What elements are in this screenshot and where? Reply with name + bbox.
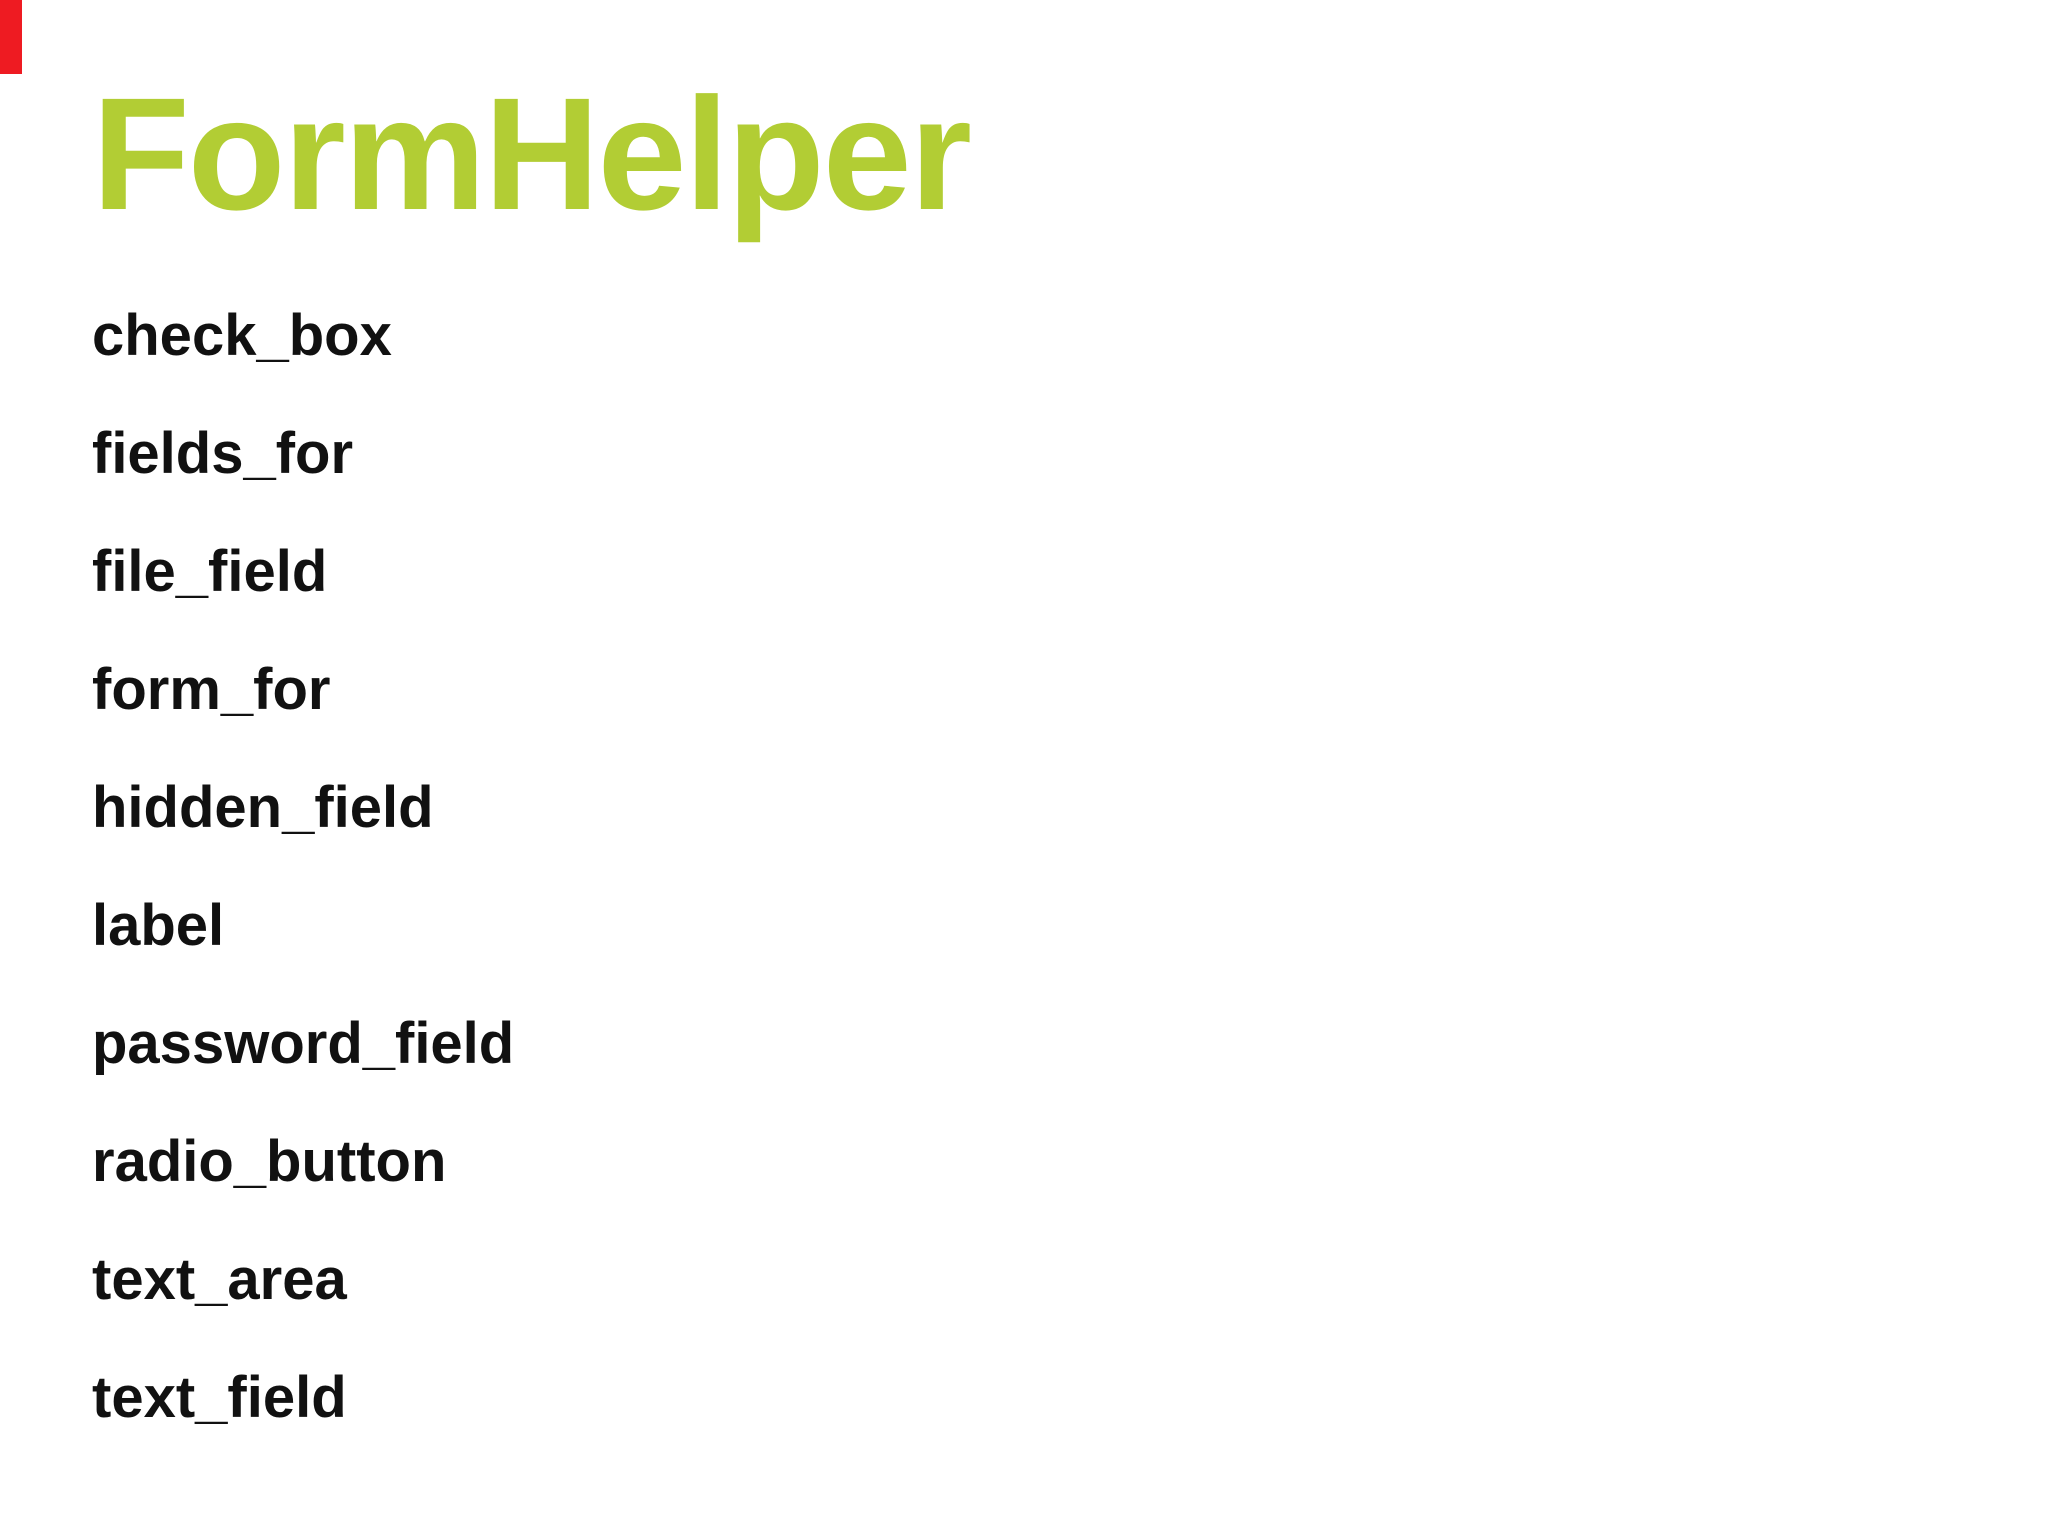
list-item: check_box [92,303,392,368]
list-item: password_field [92,1011,515,1076]
list-item: radio_button [92,1129,447,1194]
list-item: form_for [92,657,331,722]
list-item: hidden_field [92,775,434,840]
helper-method-list: check_box fields_for file_field form_for… [92,301,2048,1433]
list-item: label [92,893,225,958]
red-accent-bar [0,0,22,74]
list-item: fields_for [92,421,354,486]
list-item: text_area [92,1247,347,1312]
list-item: text_field [92,1365,347,1430]
slide-content: FormHelper check_box fields_for file_fie… [0,74,2048,1433]
page-title: FormHelper [92,64,972,243]
list-item: file_field [92,539,328,604]
